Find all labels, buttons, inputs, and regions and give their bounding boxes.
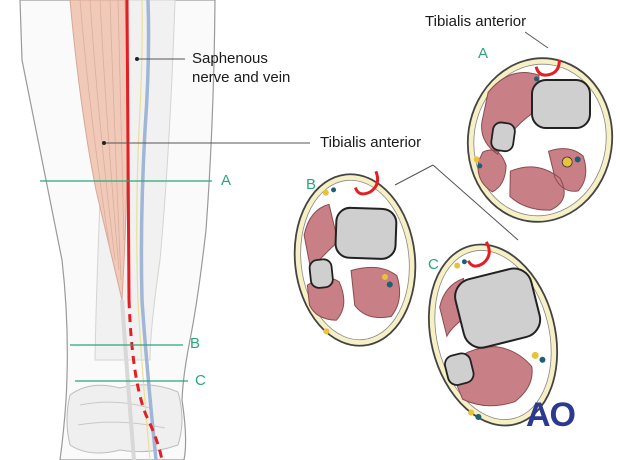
incision-line-solid [125,0,131,301]
incision-line-dashed [127,299,164,460]
ao-logo: AO [526,396,576,434]
incision-a [534,59,561,77]
tibialis-anterior-top-label: Tibialis anterior [425,13,527,30]
incision-c [466,241,491,268]
incision-b [353,170,380,196]
tibialis-anterior-label: Tibialis anterior [320,134,422,151]
cross-label-a: A [478,45,489,62]
leg-drawing [19,0,310,460]
leader-tibialis-c [432,164,519,241]
fibula-b [308,258,334,289]
tendon [120,299,136,460]
leader-tibialis-a [524,31,549,49]
cross-section-a [466,57,614,223]
cross-label-b: B [306,176,317,193]
level-label-a: A [221,172,232,189]
tibia-c [454,267,542,349]
cross-label-c: C [428,256,439,273]
tibia-a [531,79,591,129]
fibula-c [444,352,475,386]
fibula-a [490,121,516,153]
saphenous-vein [139,0,158,460]
cross-section-c [427,241,559,427]
cross-section-b [293,170,417,347]
level-label-b: B [190,335,201,352]
level-label-c: C [195,372,206,389]
leader-tibialis-b [394,164,434,186]
ankle-bones [66,384,183,454]
tibia-b [334,206,398,260]
saphenous-label: Saphenous nerve and vein [192,50,291,86]
